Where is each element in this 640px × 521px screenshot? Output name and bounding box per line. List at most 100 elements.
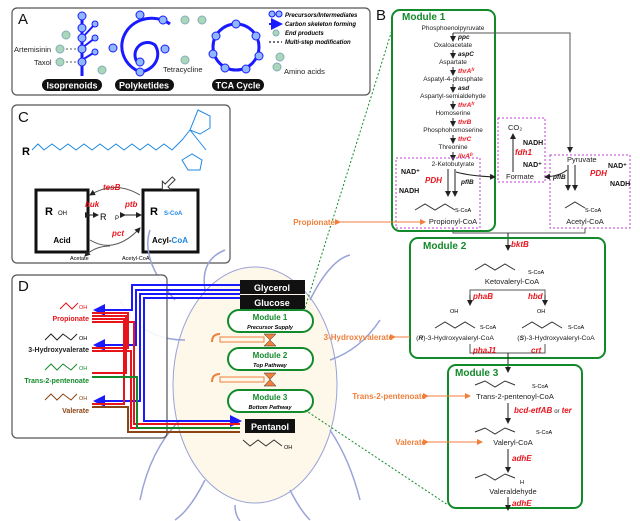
module-2-pill: Module 2 Top Pathway bbox=[227, 347, 314, 371]
panel-b: B Module 1 Phosphoenolpyruvate Oxaloacet… bbox=[293, 7, 631, 511]
nad-right: NAD⁺ bbox=[608, 163, 627, 170]
acylphosphate-r: R bbox=[100, 212, 107, 222]
module-3-box bbox=[447, 364, 583, 509]
gene-pflb-left: pflB bbox=[460, 179, 474, 186]
category-tca-cycle: TCA Cycle bbox=[216, 81, 261, 91]
byproduct-3-hydroxyvalerate: 3-Hydroxyvalerate bbox=[324, 333, 394, 342]
ketobutyrate-dashed-box bbox=[395, 157, 481, 229]
nad-left: NAD⁺ bbox=[401, 169, 420, 176]
metabolite-phosphohomoserine: Phosphohomoserine bbox=[423, 127, 483, 134]
svg-text:(S)-3-Hydroxyvaleryl-CoA: (S)-3-Hydroxyvaleryl-CoA bbox=[517, 335, 595, 342]
acetate-label: Acetate bbox=[70, 256, 89, 262]
metabolite-homoserine: Homoserine bbox=[435, 110, 470, 117]
s-stereo: S bbox=[520, 335, 525, 342]
gene-aspc: aspC bbox=[458, 51, 474, 58]
product-pentanol: Pentanol bbox=[251, 422, 289, 432]
module-3-title: Module 3 bbox=[253, 393, 288, 402]
isoprenoid-tree bbox=[55, 11, 107, 76]
s-open-paren: ( bbox=[517, 335, 520, 342]
metabolite-oxaloacetate: Oxaloacetate bbox=[434, 42, 473, 49]
byproduct-valerate: Valerate bbox=[395, 438, 426, 447]
legend-end-products: End products bbox=[285, 31, 324, 37]
module-3-pill: Module 3 Bottom Pathway bbox=[227, 389, 314, 413]
pep-to-pyruvate-arrow bbox=[453, 32, 573, 153]
module-2-heading: Module 2 bbox=[423, 241, 467, 252]
gene-ptb: ptb bbox=[124, 200, 138, 209]
r-open-paren: ( bbox=[416, 335, 419, 342]
gene-bcd-etfab: bcd-etfAB bbox=[514, 406, 552, 415]
byproduct-trans-2-pentenoate: Trans-2-pentenoate bbox=[352, 392, 426, 401]
category-isoprenoids: Isoprenoids bbox=[46, 81, 97, 91]
metabolite-threonine: Threonine bbox=[438, 144, 468, 151]
nadh-left: NADH bbox=[399, 188, 419, 195]
gene-pct: pct bbox=[111, 229, 124, 238]
gene-tesb: tesB bbox=[103, 183, 121, 192]
acyl-scoa: S-CoA bbox=[164, 211, 183, 217]
formate-dashed-box bbox=[497, 117, 546, 183]
product-artemisinin: Artemisinin bbox=[14, 45, 51, 54]
acid-r: R bbox=[45, 206, 53, 218]
metabolite-valeryl-coa: Valeryl-CoA bbox=[493, 438, 532, 447]
gene-buk: buk bbox=[85, 200, 100, 209]
svg-text:thrAfr: thrAfr bbox=[458, 101, 475, 109]
panel-d-label: D bbox=[18, 278, 29, 295]
acid-label: Acid bbox=[53, 236, 70, 245]
gene-pdh-right: PDH bbox=[590, 169, 607, 178]
superscript-fr: fr bbox=[471, 101, 474, 106]
metabolite-r-3-hydroxyvaleryl-coa: )-3-Hydroxyvaleryl-CoA bbox=[423, 335, 494, 342]
superscript-fr: fr bbox=[470, 152, 473, 157]
coa-label: CoA bbox=[172, 236, 189, 245]
acid-oh: OH bbox=[58, 211, 67, 217]
product-tetracycline: Tetracycline bbox=[163, 65, 203, 74]
module-1-pill: Module 1 Precursor Supply bbox=[227, 309, 314, 333]
acetyl-scoa: S-CoA bbox=[585, 208, 602, 214]
module-1-heading: Module 1 bbox=[402, 12, 446, 23]
metabolite-valeraldehyde: Valeraldehyde bbox=[489, 487, 536, 496]
aldehyde-h: H bbox=[520, 480, 524, 486]
metabolite-formate: Formate bbox=[506, 172, 534, 181]
oh-t2p: OH bbox=[79, 366, 87, 372]
svg-text:(R)-3-Hydroxyvaleryl-CoA: (R)-3-Hydroxyvaleryl-CoA bbox=[416, 335, 494, 342]
valeryl-scoa: S-CoA bbox=[536, 430, 553, 436]
panel-c-label: C bbox=[18, 109, 29, 126]
coa-structure-r: R bbox=[22, 146, 30, 158]
acyl-r: R bbox=[150, 206, 158, 218]
metabolite-ketovaleryl-coa: Ketovaleryl-CoA bbox=[485, 277, 539, 286]
acyl-label: Acyl- bbox=[152, 236, 172, 245]
or-label: or bbox=[554, 409, 559, 415]
module-1-subtitle: Precursor Supply bbox=[247, 325, 294, 331]
product-taxol: Taxol bbox=[34, 58, 52, 67]
pentenoyl-scoa: S-CoA bbox=[532, 384, 549, 390]
module-1-pathway: Phosphoenolpyruvate Oxaloacetate Asparta… bbox=[420, 25, 486, 168]
gene-pdh-left: PDH bbox=[425, 176, 442, 185]
gene-phab: phaB bbox=[472, 292, 493, 301]
gene-crt: crt bbox=[531, 346, 542, 355]
d-product-trans-2-pentenoate: Trans-2-pentenoate bbox=[24, 378, 89, 385]
gene-phaj1: phaJ1 bbox=[472, 346, 497, 355]
r-scoa: S-CoA bbox=[480, 325, 497, 331]
d-product-valerate: Valerate bbox=[62, 408, 89, 415]
module-2-title: Module 2 bbox=[253, 351, 288, 360]
svg-text:Acyl-CoA: Acyl-CoA bbox=[152, 236, 188, 245]
metabolite-aspartyl-semialdehyde: Aspartyl-semialdehyde bbox=[420, 93, 486, 100]
legend: Precursors/Intermediates Carbon skeleton… bbox=[268, 10, 358, 46]
acetyl-coa-label: Acetyl-CoA bbox=[122, 256, 150, 262]
r-stereo: R bbox=[418, 335, 423, 342]
gene-ter: ter bbox=[562, 406, 573, 415]
module-2-subtitle: Top Pathway bbox=[253, 363, 288, 369]
module-3-subtitle: Bottom Pathway bbox=[248, 405, 292, 411]
nadh-right: NADH bbox=[610, 181, 630, 188]
oh-valerate: OH bbox=[79, 396, 87, 402]
d-product-propionate: Propionate bbox=[52, 316, 89, 323]
gene-thrb: thrB bbox=[458, 119, 472, 126]
metabolite-acetyl-coa: Acetyl-CoA bbox=[566, 217, 604, 226]
gene-bktb: bktB bbox=[511, 240, 529, 249]
metabolite-pyruvate: Pyruvate bbox=[567, 155, 597, 164]
panel-c: C R R OH Acid R S-CoA Acyl-CoA R P tesB … bbox=[11, 104, 231, 264]
polyketide-spiral bbox=[108, 10, 190, 77]
metabolite-pep: Phosphoenolpyruvate bbox=[422, 25, 485, 32]
panel-a: A bbox=[11, 7, 371, 96]
s-scoa: S-CoA bbox=[568, 325, 585, 331]
